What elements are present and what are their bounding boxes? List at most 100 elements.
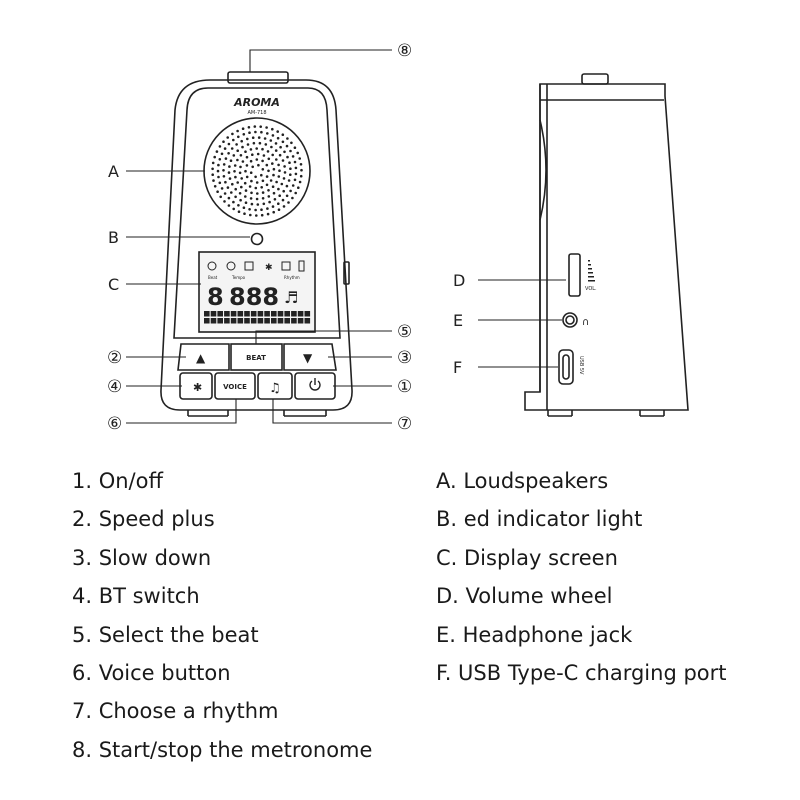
speaker-hole xyxy=(238,192,242,195)
speaker-hole xyxy=(294,172,298,176)
speaker-hole xyxy=(227,171,231,174)
slow-down-button[interactable] xyxy=(283,343,337,371)
speaker-hole xyxy=(244,169,247,173)
callout-E: E xyxy=(453,311,463,330)
display-bar-segment xyxy=(277,311,284,317)
metronome-diagram: ✱ Beat Tempo Rhythm 8 888 ♬ ▲ BEAT ▼ ✱ V… xyxy=(107,41,689,434)
speaker-hole xyxy=(239,154,243,157)
speaker-hole xyxy=(231,182,234,186)
display-bar-segment xyxy=(217,318,223,324)
display-bar-segment xyxy=(217,311,223,317)
music-note-icon: ♫ xyxy=(269,381,281,396)
speaker-hole xyxy=(289,167,292,170)
front-body-outer xyxy=(160,79,353,411)
volume-scale-icon xyxy=(588,260,595,282)
display-bar-segment xyxy=(291,318,297,324)
speaker-hole xyxy=(294,191,298,195)
speaker-hole xyxy=(265,163,269,167)
speaker-hole xyxy=(266,207,269,210)
legend-item-6: 6. Voice button xyxy=(72,660,231,685)
speaker-hole xyxy=(244,189,248,192)
callout-5: ⑤ xyxy=(397,322,412,342)
speaker-hole xyxy=(254,130,257,134)
rhythm-button[interactable] xyxy=(257,372,293,400)
speaker-hole xyxy=(293,146,297,149)
speaker-hole xyxy=(246,137,249,141)
display-bar-segment xyxy=(264,318,270,324)
speaker-hole xyxy=(244,201,248,204)
usb-c-port[interactable] xyxy=(558,349,574,385)
legend-item-3: 3. Slow down xyxy=(72,545,212,570)
speaker-hole xyxy=(272,167,276,171)
speaker-hole xyxy=(230,147,234,150)
speaker-hole xyxy=(265,175,269,178)
display-bar-segment xyxy=(237,311,244,317)
speaker-hole xyxy=(250,202,254,206)
speaker-hole xyxy=(282,177,286,180)
callout-D: D xyxy=(453,271,465,290)
speaker-hole xyxy=(232,207,235,211)
volume-wheel[interactable] xyxy=(568,253,581,297)
bluetooth-icon: ✱ xyxy=(193,381,202,394)
speaker-hole xyxy=(294,166,298,170)
speaker-hole xyxy=(226,186,230,189)
speaker-hole xyxy=(223,192,227,195)
voice-button[interactable] xyxy=(214,372,256,400)
speaker-hole xyxy=(211,161,215,165)
speaker-hole xyxy=(220,152,224,156)
speaker-hole xyxy=(260,208,263,211)
speaker-hole xyxy=(229,159,233,162)
speaker-hole xyxy=(217,175,220,179)
speaker-hole xyxy=(240,139,243,143)
speaker-hole xyxy=(230,191,233,194)
speaker-hole xyxy=(267,189,270,192)
speaker-hole xyxy=(291,155,295,158)
speaker-hole xyxy=(261,179,265,183)
speaker-hole xyxy=(263,137,267,140)
speaker-hole xyxy=(236,158,239,162)
legend-item-4: 4. BT switch xyxy=(72,584,200,609)
speaker-hole xyxy=(237,135,240,139)
speaker-hole xyxy=(287,179,291,182)
display-bar-segment xyxy=(244,318,250,324)
front-body-inner xyxy=(173,87,341,339)
speaker-grille xyxy=(211,125,303,217)
speaker-hole xyxy=(271,162,274,165)
speaker-hole xyxy=(275,180,278,184)
display-bar-segment xyxy=(237,318,244,324)
speaker-hole xyxy=(222,163,226,166)
display-bar-segment xyxy=(257,318,264,324)
speaker-hole xyxy=(255,147,258,150)
speaker-hole xyxy=(261,191,265,194)
speaker-hole xyxy=(273,198,277,201)
speaker-hole xyxy=(293,160,297,164)
speaker-hole xyxy=(260,213,264,217)
speed-plus-button[interactable] xyxy=(177,343,230,371)
speaker-hole xyxy=(245,155,249,159)
speaker-hole xyxy=(227,204,231,207)
speaker-hole xyxy=(249,171,253,174)
bluetooth-display-icon: ✱ xyxy=(265,263,273,273)
display-bar-segment xyxy=(224,311,230,317)
display-bar-segment xyxy=(277,318,284,324)
speaker-hole xyxy=(261,197,265,200)
legend-item-7: 7. Choose a rhythm xyxy=(72,699,279,724)
speaker-hole xyxy=(248,185,252,188)
speaker-hole xyxy=(269,179,273,182)
speaker-hole xyxy=(240,185,243,189)
headphone-jack[interactable] xyxy=(562,312,578,328)
speaker-hole xyxy=(246,143,250,146)
speaker-hole xyxy=(276,136,280,140)
callout-B: B xyxy=(108,228,119,247)
speaker-hole xyxy=(291,196,294,200)
callout-7: ⑦ xyxy=(397,414,412,434)
side-view: VOL. ∩ USB 5V xyxy=(524,73,689,417)
speaker-hole xyxy=(258,141,262,145)
power-button[interactable] xyxy=(294,372,336,400)
speaker-hole xyxy=(233,164,237,167)
speaker-hole xyxy=(283,171,287,174)
speaker-hole xyxy=(236,181,239,184)
speaker-hole xyxy=(234,195,237,199)
speaker-hole xyxy=(251,136,255,139)
callout-lines xyxy=(126,49,566,424)
